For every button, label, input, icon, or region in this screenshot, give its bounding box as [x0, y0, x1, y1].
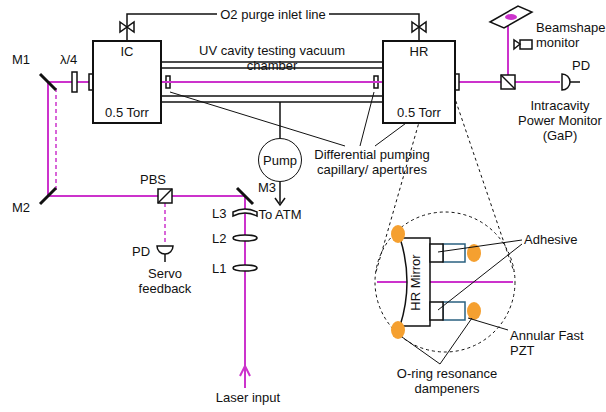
servo-label: Servo feedback: [130, 266, 200, 296]
aperture-label: Differential pumping capillary/ aperture…: [304, 147, 440, 177]
waveplate-label: λ/4: [60, 52, 90, 67]
monitor-label: Beamshape monitor: [536, 20, 604, 50]
adhesive-label: Adhesive: [524, 232, 594, 247]
edge-label: O2 purge inlet line: [217, 7, 329, 22]
detector-label: PD: [132, 244, 154, 259]
power-monitor-label: Intracavity Power Monitor (GaP): [516, 98, 604, 143]
pump-circle: Pump: [258, 138, 302, 182]
mirror-label: M2: [12, 200, 38, 215]
pressure-label: 0.5 Torr: [397, 105, 441, 120]
node-title: IC: [121, 44, 134, 59]
detector-label: PD: [572, 58, 598, 73]
lens-label: L3: [212, 206, 232, 221]
mirror-label: M1: [12, 52, 38, 67]
splitter-label: PBS: [140, 172, 174, 187]
mirror-label: HR Mirror: [408, 243, 423, 323]
lens-label: L2: [212, 231, 232, 246]
node-title: Pump: [263, 153, 297, 168]
lens-label: L1: [212, 261, 232, 276]
chamber-label: UV cavity testing vacuum chamber: [172, 43, 372, 73]
dampener-label: O-ring resonance dampeners: [382, 366, 512, 396]
exhaust-label: To ATM: [246, 207, 314, 222]
mirror-label: M3: [258, 180, 288, 195]
vacuum-chamber: HR 0.5 Torr: [382, 40, 456, 124]
input-label: Laser input: [208, 390, 288, 405]
pzt-label: Annular Fast PZT: [510, 328, 602, 358]
vacuum-chamber: IC 0.5 Torr: [92, 40, 162, 124]
node-title: HR: [410, 44, 429, 59]
pressure-label: 0.5 Torr: [105, 105, 149, 120]
